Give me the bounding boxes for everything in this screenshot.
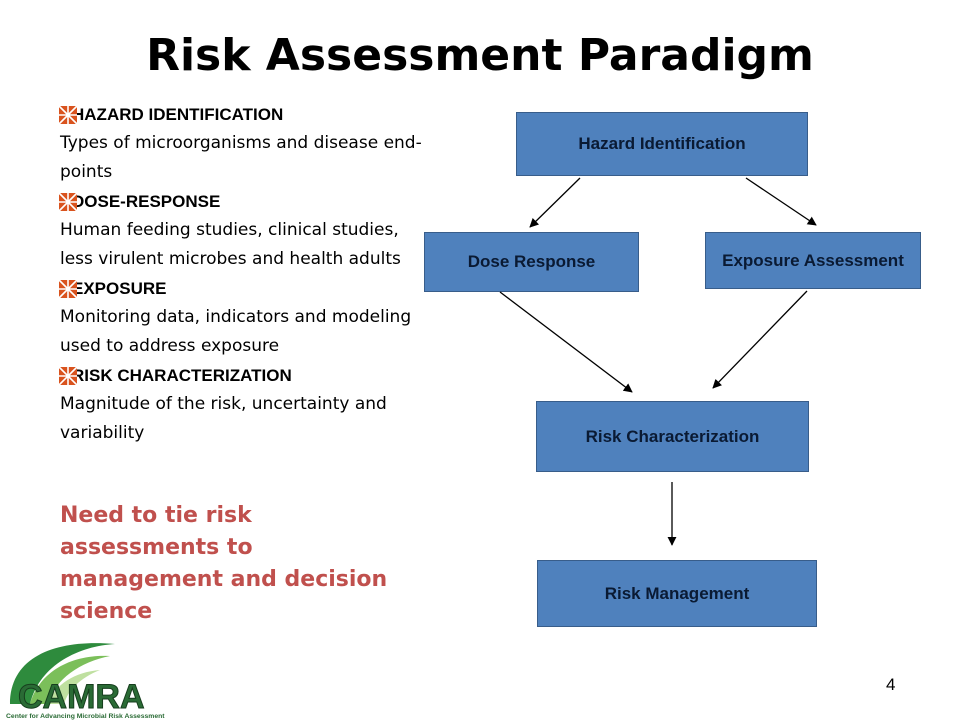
camra-logo: CAMRA Center for Advancing Microbial Ris… (6, 643, 165, 720)
bullet-list: HAZARD IDENTIFICATION Types of microorga… (58, 100, 430, 448)
camra-tagline: Center for Advancing Microbial Risk Asse… (6, 713, 165, 720)
hazard-identification-box: Hazard Identification (516, 112, 808, 176)
diamond-bullet-icon (58, 105, 78, 125)
arrow-dose-to-risk-char (499, 291, 633, 393)
bullet-heading: RISK CHARACTERIZATION (72, 366, 292, 385)
bullet-item-risk-characterization: RISK CHARACTERIZATION Magnitude of the r… (58, 361, 430, 448)
diamond-bullet-icon (58, 366, 78, 386)
bullet-heading: DOSE-RESPONSE (72, 192, 221, 211)
arrow-hazard-to-dose (529, 177, 581, 228)
camra-wordmark: CAMRA (18, 678, 145, 716)
arrow-hazard-to-exposure (745, 177, 817, 226)
bullet-item-hazard: HAZARD IDENTIFICATION Types of microorga… (58, 100, 430, 187)
management-note: Need to tie risk assessments to manageme… (60, 503, 388, 624)
bullet-body: Magnitude of the risk, uncertainty and v… (60, 394, 387, 443)
diamond-bullet-icon (58, 279, 78, 299)
diamond-bullet-icon (58, 192, 78, 212)
bullet-body: Monitoring data, indicators and modeling… (60, 307, 412, 356)
bullet-heading: HAZARD IDENTIFICATION (72, 105, 284, 124)
arrow-exposure-to-risk-char (712, 290, 808, 389)
bullet-item-dose-response: DOSE-RESPONSE Human feeding studies, cli… (58, 187, 430, 274)
dose-response-box: Dose Response (424, 232, 639, 292)
exposure-assessment-box: Exposure Assessment (705, 232, 921, 289)
bullet-body: Human feeding studies, clinical studies,… (60, 220, 401, 269)
bullet-body: Types of microorganisms and disease end-… (60, 133, 422, 182)
bullet-heading: EXPOSURE (72, 279, 167, 298)
risk-management-box: Risk Management (537, 560, 817, 627)
slide-title: Risk Assessment Paradigm (146, 30, 814, 81)
risk-characterization-box: Risk Characterization (536, 401, 809, 472)
page-number: 4 (886, 675, 896, 694)
bullet-item-exposure: EXPOSURE Monitoring data, indicators and… (58, 274, 430, 361)
